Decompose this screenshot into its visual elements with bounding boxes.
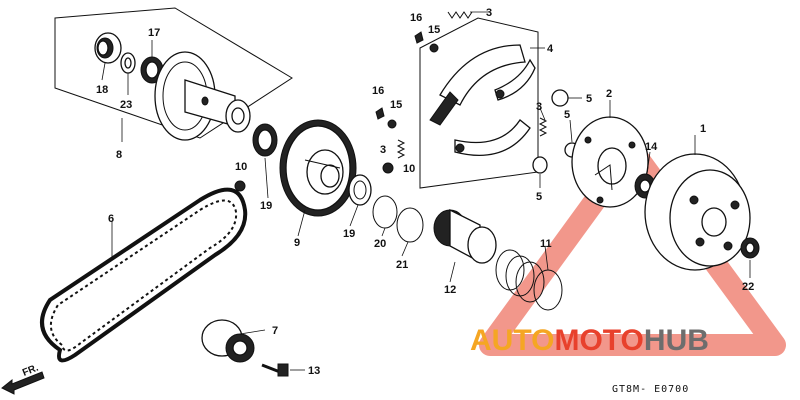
callout-16b: 16 <box>372 85 384 97</box>
callout-12: 12 <box>444 284 456 296</box>
part-5-damper-c <box>532 156 548 174</box>
callout-3c: 3 <box>536 101 542 113</box>
part-3-spring-mid <box>396 139 406 159</box>
part-8-driven-face <box>154 51 251 141</box>
part-23-washer <box>120 52 136 74</box>
part-6-drive-belt <box>40 187 248 363</box>
part-19-seal-left <box>252 123 278 157</box>
diagram-code: GT8M- E0700 <box>612 384 689 395</box>
callout-3b: 3 <box>380 144 386 156</box>
part-15-washer-mid <box>387 119 397 129</box>
callout-21: 21 <box>396 259 408 271</box>
callout-15b: 15 <box>390 99 402 111</box>
callout-6: 6 <box>108 213 114 225</box>
part-20-oring <box>372 195 398 229</box>
part-10-nut-mid <box>382 162 394 174</box>
part-3-spring-top <box>447 11 473 19</box>
callout-5c: 5 <box>536 191 542 203</box>
callout-18: 18 <box>96 84 108 96</box>
callout-7: 7 <box>272 325 278 337</box>
part-13-bolt <box>261 363 289 377</box>
callout-19b: 19 <box>343 228 355 240</box>
part-9-driven-plate <box>279 119 357 217</box>
part-4-clutch-shoes <box>429 44 536 156</box>
part-16-clip-mid <box>375 107 385 120</box>
callout-9: 9 <box>294 237 300 249</box>
part-22-nut <box>740 237 760 259</box>
callout-22: 22 <box>742 281 754 293</box>
watermark-part-auto: AUTO <box>470 324 554 357</box>
part-10-nut-left <box>234 180 246 192</box>
part-18-bearing <box>94 32 122 64</box>
part-7-drive-pulley <box>201 319 255 363</box>
callout-4: 4 <box>547 43 554 55</box>
part-5-damper-a <box>551 89 569 107</box>
callout-19a: 19 <box>260 200 272 212</box>
callout-13: 13 <box>308 365 320 377</box>
callout-23: 23 <box>120 99 132 111</box>
callout-5b: 5 <box>564 109 570 121</box>
part-16-clip-top <box>414 31 424 44</box>
part-19-seal-right <box>348 174 372 206</box>
callout-11: 11 <box>540 238 552 250</box>
watermark-part-hub: HUB <box>644 324 709 357</box>
front-arrow-icon <box>1 371 45 395</box>
callout-8: 8 <box>116 149 122 161</box>
callout-10a: 10 <box>235 161 247 173</box>
callout-2: 2 <box>606 88 612 100</box>
callout-3a: 3 <box>486 7 492 19</box>
callout-20: 20 <box>374 238 386 250</box>
callout-14: 14 <box>645 141 658 153</box>
callout-16a: 16 <box>410 12 422 24</box>
watermark-text: AUTOMOTOHUB <box>470 324 709 357</box>
part-2-drive-plate <box>571 116 649 208</box>
group-box-4 <box>419 17 539 189</box>
part-1-clutch-outer <box>644 153 751 271</box>
callout-17: 17 <box>148 27 160 39</box>
part-12-collar <box>433 208 497 264</box>
callout-10b: 10 <box>403 163 415 175</box>
callouts: 1 2 3 3 3 4 5 5 5 6 7 8 9 10 10 11 12 13… <box>96 7 754 377</box>
callout-5a: 5 <box>586 93 592 105</box>
leader-lines <box>101 11 751 371</box>
part-21-oring <box>396 207 424 243</box>
part-15-washer-top <box>429 43 439 53</box>
callout-15a: 15 <box>428 24 440 36</box>
part-3-spring-right <box>538 117 548 137</box>
watermark-part-moto: MOTO <box>554 324 643 357</box>
callout-1: 1 <box>700 123 706 135</box>
